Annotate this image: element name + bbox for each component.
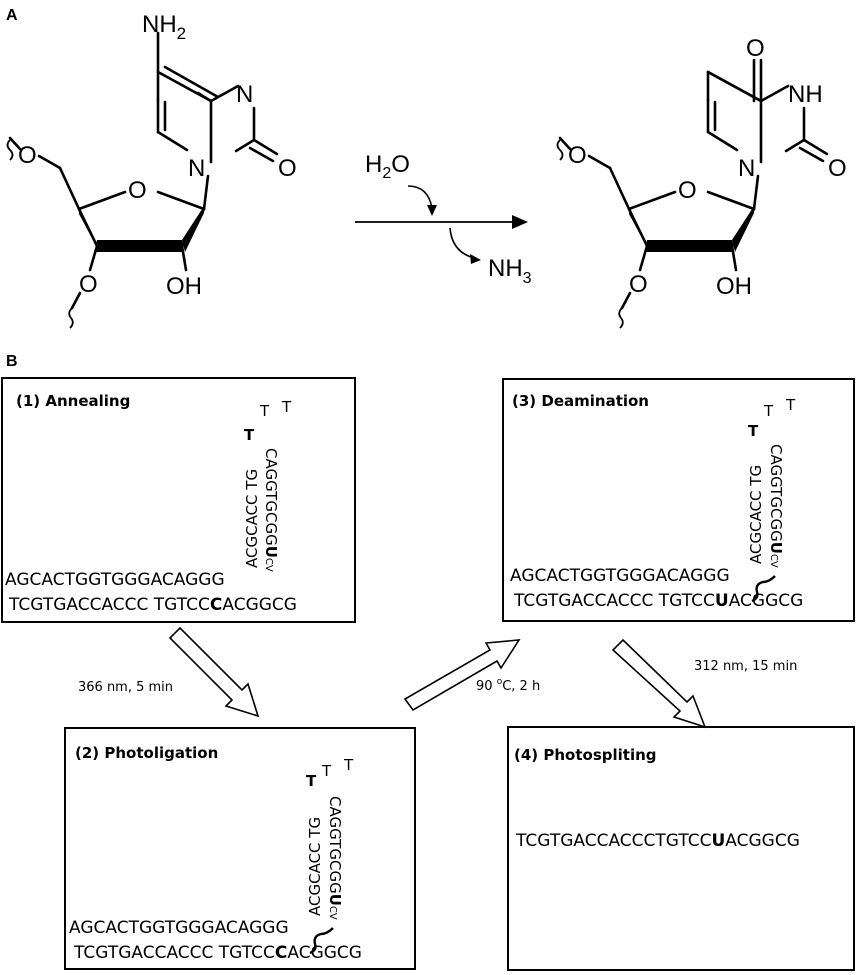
uridine-nh: NH	[788, 81, 823, 108]
sugar-bold-bond-left	[95, 240, 184, 252]
probe-strand: AGCACTGGTGGGACAGGG	[5, 570, 225, 590]
target-strand: TCGTGACCACCC TGTCCUACGGCG	[513, 591, 803, 611]
step-title-annealing: (1) Annealing	[16, 392, 130, 410]
hairpin-stem-down: CAGGTGCGGUCV	[262, 448, 280, 572]
uridine-carbonyl-oxygen: O	[828, 155, 847, 182]
loop-t-3: T	[281, 398, 292, 416]
target-strand: TCGTGACCACCC TGTCCCACGGCG	[73, 943, 362, 963]
duplex-photoligation: AGCACTGGTGGGACAGGG TCGTGACCACCC TGTCCCAC…	[69, 756, 362, 963]
loop-t-2: T	[763, 402, 774, 420]
target-strand: TCGTGACCACCC TGTCCCACGGCG	[8, 595, 297, 615]
loop-t-1: T	[244, 426, 255, 444]
arrow-step2-to-step3	[403, 639, 521, 712]
step-box-photospliting	[507, 726, 855, 971]
ring-oxygen: O	[128, 177, 147, 204]
condition-photospliting: 312 nm, 15 min	[694, 659, 797, 674]
hydroxyl-2prime: OH	[166, 273, 202, 300]
product-strand: TCGTGACCACCCTGTCCUACGGCG	[515, 831, 800, 851]
oxygen-5prime: O	[18, 142, 37, 169]
arrow-step1-to-step2	[168, 626, 260, 718]
step-box-deamination	[502, 378, 855, 622]
loop-t-2: T	[321, 762, 332, 780]
reaction-arrow	[355, 185, 528, 264]
duplex-annealing: AGCACTGGTGGGACAGGG TCGTGACCACCC TGTCCCAC…	[5, 398, 297, 615]
ring-nitrogen-n1: N	[188, 155, 205, 182]
condition-photoligation: 366 nm, 5 min	[78, 680, 173, 695]
uridine-structure	[556, 58, 829, 329]
crosslink-bond	[751, 575, 776, 603]
uridine-nitrogen-n1: N	[738, 155, 755, 182]
panel-label-b: B	[6, 353, 18, 370]
step-title-photoligation: (2) Photoligation	[75, 744, 218, 762]
wavy-bond-3-left	[68, 307, 74, 329]
oxygen-3prime: O	[79, 271, 98, 298]
probe-strand: AGCACTGGTGGGACAGGG	[510, 566, 730, 586]
wavy-bond-5-left	[6, 139, 14, 161]
step-box-annealing	[1, 377, 356, 623]
loop-t-2: T	[259, 402, 270, 420]
hairpin-stem-down: CAGGTGCGGUCV	[767, 444, 785, 568]
arrow-step3-to-step4	[611, 638, 707, 729]
loop-t-1: T	[306, 772, 317, 790]
ring-bonds-left	[156, 31, 213, 164]
ring-nitrogen-n3: N	[236, 81, 253, 108]
hairpin-stem-up: ACGCACC TG	[243, 469, 261, 568]
uridine-oxygen-3prime: O	[629, 271, 648, 298]
hairpin-stem-up: ACGCACC TG	[747, 465, 765, 564]
crosslink-bond	[309, 927, 334, 955]
step-title-deamination: (3) Deamination	[512, 392, 649, 410]
carbonyl-oxygen: O	[278, 155, 297, 182]
hairpin-stem-down: CAGGTGCGGUCV	[326, 796, 344, 920]
panel-label-a: A	[6, 7, 18, 24]
water-reagent: H2O	[365, 151, 410, 182]
uridine-hydroxyl-2prime: OH	[716, 273, 752, 300]
step-title-photospliting: (4) Photospliting	[514, 746, 657, 764]
duplex-deamination: AGCACTGGTGGGACAGGG TCGTGACCACCC TGTCCUAC…	[510, 396, 803, 611]
loop-t-3: T	[343, 756, 354, 774]
uridine-oxygen-4: O	[746, 35, 765, 62]
condition-deamination: 90 oC, 2 h	[476, 677, 540, 694]
uridine-oxygen-5prime: O	[568, 142, 587, 169]
ammonia-byproduct: NH3	[488, 255, 532, 287]
uridine-ring-oxygen: O	[678, 177, 697, 204]
loop-t-3: T	[785, 396, 796, 414]
step-box-photoligation	[64, 727, 416, 970]
hairpin-stem-up: ACGCACC TG	[306, 817, 324, 916]
cytidine-structure	[8, 31, 279, 310]
amine-group: NH2	[142, 11, 186, 43]
loop-t-1: T	[748, 422, 759, 440]
probe-strand: AGCACTGGTGGGACAGGG	[69, 918, 289, 938]
